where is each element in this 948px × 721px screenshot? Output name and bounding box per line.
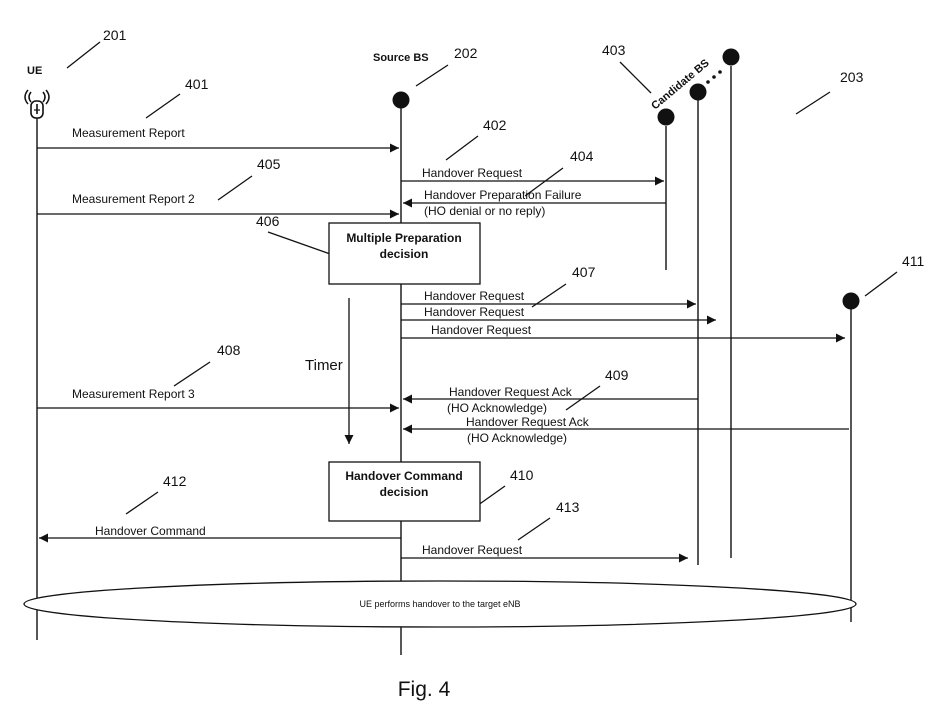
msg-handover-preparation-failure-note: (HO denial or no reply) bbox=[424, 204, 545, 218]
ref-201: 201 bbox=[103, 27, 127, 43]
candidate-bs-3-node bbox=[722, 48, 740, 66]
leader-202 bbox=[415, 64, 449, 87]
handover-command-decision-box bbox=[328, 461, 481, 522]
ref-406: 406 bbox=[256, 213, 280, 229]
msg-handover-request-4: Handover Request bbox=[431, 323, 532, 337]
leader-412 bbox=[125, 491, 159, 515]
leader-405 bbox=[217, 175, 253, 201]
msg-handover-request-2: Handover Request bbox=[424, 289, 525, 303]
ref-412: 412 bbox=[163, 473, 187, 489]
leader-408 bbox=[173, 361, 211, 387]
msg-handover-request-ack-1-note: (HO Acknowledge) bbox=[447, 401, 547, 415]
msg-handover-preparation-failure: Handover Preparation Failure bbox=[424, 188, 582, 202]
msg-handover-request-ack-2-note: (HO Acknowledge) bbox=[467, 431, 567, 445]
msg-handover-request-ack-1: Handover Request Ack bbox=[449, 385, 573, 399]
ref-409: 409 bbox=[605, 367, 629, 383]
leader-406 bbox=[267, 231, 334, 256]
ref-410: 410 bbox=[510, 467, 534, 483]
leader-203 bbox=[795, 91, 831, 115]
multiple-preparation-decision-box bbox=[328, 222, 481, 285]
ref-405: 405 bbox=[257, 156, 281, 172]
msg-handover-request-ack-2: Handover Request Ack bbox=[466, 415, 590, 429]
handover-command-decision-line1: Handover Command bbox=[345, 469, 462, 483]
msg-handover-command: Handover Command bbox=[95, 524, 206, 538]
msg-measurement-report-3: Measurement Report 3 bbox=[72, 387, 195, 401]
leader-403 bbox=[619, 61, 652, 94]
leader-201 bbox=[66, 41, 101, 69]
msg-handover-request-5: Handover Request bbox=[422, 543, 523, 557]
candidate-bs-1-node bbox=[657, 108, 675, 126]
ellipsis-dots bbox=[706, 70, 722, 84]
msg-handover-request-3: Handover Request bbox=[424, 305, 525, 319]
msg-measurement-report-2: Measurement Report 2 bbox=[72, 192, 195, 206]
ref-413: 413 bbox=[556, 499, 580, 515]
target-bs-411-node bbox=[842, 292, 860, 310]
ue-antenna-icon bbox=[24, 89, 50, 119]
leader-409 bbox=[565, 385, 601, 411]
ref-407: 407 bbox=[572, 264, 596, 280]
source-bs-node bbox=[392, 91, 410, 109]
source-bs-label: Source BS bbox=[373, 52, 429, 64]
leader-404 bbox=[524, 167, 564, 197]
figure-caption: Fig. 4 bbox=[398, 678, 451, 701]
ref-401: 401 bbox=[185, 76, 209, 92]
leader-402 bbox=[445, 135, 479, 161]
handover-ellipse-label: UE performs handover to the target eNB bbox=[359, 599, 520, 609]
candidate-bs-2-node bbox=[689, 83, 707, 101]
msg-measurement-report: Measurement Report bbox=[72, 126, 185, 140]
leader-411 bbox=[864, 271, 898, 297]
timer-label: Timer bbox=[305, 357, 343, 374]
leader-401 bbox=[145, 93, 181, 119]
ref-402: 402 bbox=[483, 117, 507, 133]
ref-403: 403 bbox=[602, 42, 626, 58]
ref-404: 404 bbox=[570, 148, 594, 164]
ue-label: UE bbox=[27, 65, 42, 77]
ref-408: 408 bbox=[217, 342, 241, 358]
ref-203: 203 bbox=[840, 69, 864, 85]
msg-handover-request-1: Handover Request bbox=[422, 166, 523, 180]
handover-ellipse bbox=[23, 580, 857, 628]
multiple-preparation-line2: decision bbox=[380, 247, 429, 261]
multiple-preparation-line1: Multiple Preparation bbox=[346, 231, 461, 245]
leader-413 bbox=[517, 517, 551, 541]
handover-command-decision-line2: decision bbox=[380, 485, 429, 499]
ref-202: 202 bbox=[454, 45, 478, 61]
leader-407 bbox=[531, 283, 567, 308]
ref-411: 411 bbox=[902, 253, 925, 269]
